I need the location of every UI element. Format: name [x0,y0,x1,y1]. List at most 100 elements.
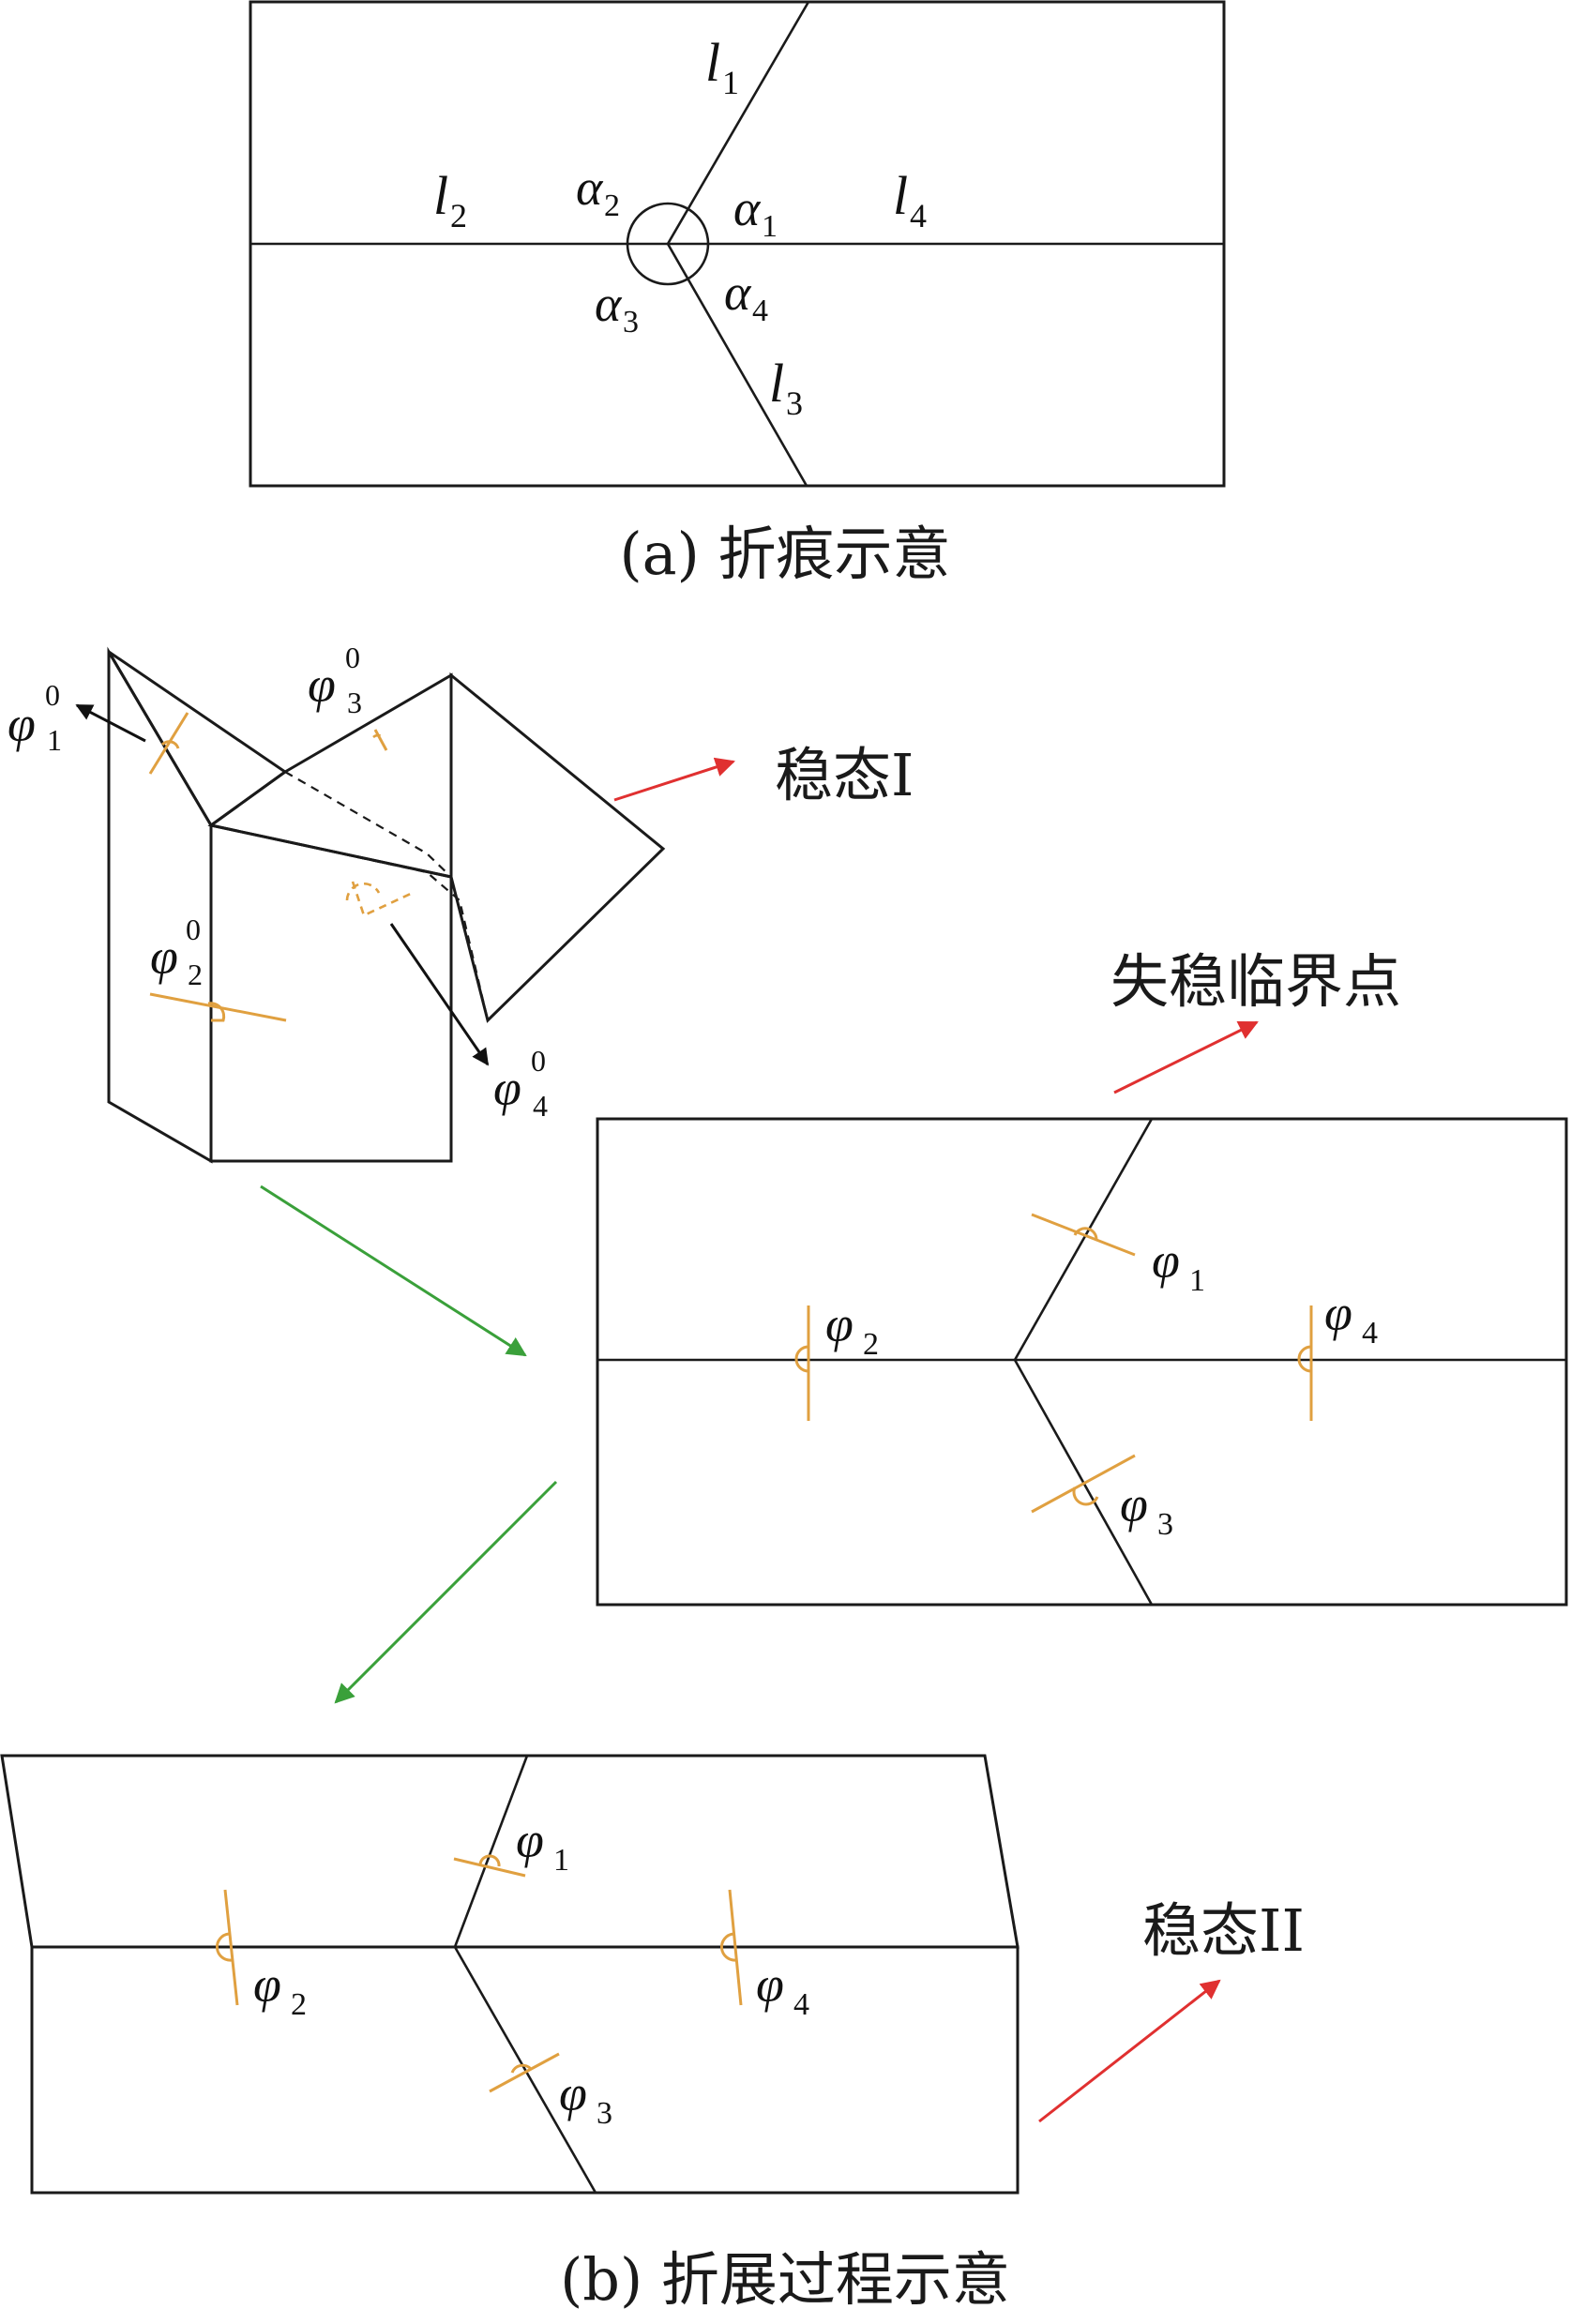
critical-label-phi2-sym: φ [825,1296,853,1352]
crease-l1 [666,1,810,245]
label-alpha2: α 2 [576,159,620,223]
state2-label-phi2-sub: 2 [291,1987,307,2022]
state2-label-phi4: φ 4 [756,1956,809,2022]
critical-label-phi2: φ 2 [825,1296,879,1362]
label-alpha1-sub: 1 [762,209,778,244]
label-phi2-0: φ 2 0 [150,913,203,991]
label-l4-sym: l [893,165,908,226]
label-l1: l 1 [705,32,739,101]
fold-face-left [107,646,213,1164]
label-l3-sub: 3 [786,385,803,422]
fold-face-right [449,672,666,1023]
phi1-0-marker-arc [160,740,180,749]
critical-label-phi1: φ 1 [1152,1232,1205,1298]
state2-phi4-marker-line [728,1889,743,2006]
label-alpha1: α 1 [733,180,778,244]
state2-phi4-marker-arc [719,1932,737,1962]
fold-face-front [209,823,453,1163]
label-l1-sub: 1 [722,64,739,101]
state2-label-phi1-sub: 1 [553,1843,569,1878]
label-phi2-0-sym: φ [150,928,178,985]
phi4-0-arrow [389,923,490,1066]
arrow-to-stable-1 [613,757,735,802]
label-alpha4: α 4 [724,264,768,328]
phi4-0-marker [345,881,414,917]
critical-state: φ 1 φ 2 φ 3 φ 4 失稳临界点 [596,947,1568,1607]
label-alpha2-sym: α [576,159,604,216]
label-l2-sym: l [433,165,448,226]
label-l4-sub: 4 [910,197,927,234]
caption-a: (a) 折痕示意 [619,520,950,588]
label-phi2-0-sub: 2 [188,958,203,991]
critical-label-phi4-sub: 4 [1362,1316,1378,1351]
state2-label-phi2-sym: φ [253,1956,281,2013]
label-phi1-0-sym: φ [8,696,36,752]
critical-label-phi3-sub: 3 [1157,1507,1173,1542]
phi2-0-marker-arc [207,1002,226,1022]
label-alpha1-sym: α [733,180,762,236]
state2-crease-lower [453,1946,597,2194]
panel-a: l 1 l 2 l 3 l 4 α 1 α 2 α 3 α 4 [249,0,1226,588]
green-arrow-2 [334,1480,558,1704]
label-alpha3: α 3 [595,276,639,340]
label-phi3-0: φ 3 0 [308,641,362,719]
label-phi4-0-sub: 4 [533,1089,548,1123]
state2-label-phi4-sub: 4 [793,1987,809,2022]
state2-phi2-marker-line [223,1889,239,2006]
critical-label-phi1-sym: φ [1152,1232,1180,1289]
fold-crease-top [107,651,213,826]
critical-label-phi4-sym: φ [1324,1285,1352,1341]
phi3-0-marker-arc [372,733,386,740]
state2-label-phi3-sub: 3 [597,2096,612,2131]
state2-phi3-marker-arc [510,2063,533,2074]
state2-label-phi3: φ 3 [559,2065,612,2131]
critical-label-phi4: φ 4 [1324,1285,1378,1351]
label-phi4-0-sup: 0 [531,1044,546,1078]
phi2-0-marker-line [149,992,287,1022]
arrow-to-critical [1113,1020,1259,1094]
critical-label-phi3: φ 3 [1120,1476,1173,1542]
critical-phi1-marker-arc [1073,1227,1098,1241]
state2-lower-face [30,1945,1020,2195]
state2-crease-upper [453,1755,529,1948]
critical-phi4-marker-arc [1297,1345,1312,1373]
label-alpha3-sub: 3 [623,305,639,340]
label-l3: l 3 [769,353,803,422]
green-arrow-1 [260,1185,527,1357]
folded-state-1: φ 1 0 φ 2 0 φ 3 0 φ 4 0 稳态I [8,641,914,1164]
folded-state-2: φ 1 φ 2 φ 3 φ 4 稳态II [0,1754,1305,2195]
critical-phi1-marker-line [1031,1213,1136,1257]
label-phi1-0-sub: 1 [47,723,62,757]
phi1-0-arrow [75,703,146,743]
state2-phi1-marker-line [453,1857,526,1878]
critical-crease-upper [1013,1118,1154,1361]
label-stable-1: 稳态I [775,741,914,809]
crease-l3 [666,243,808,487]
critical-label-phi2-sub: 2 [863,1327,879,1362]
caption-b: (b) 折展过程示意 [560,2245,1010,2314]
label-alpha3-sym: α [595,276,623,332]
label-phi4-0: φ 4 0 [493,1044,548,1123]
state2-label-phi3-sym: φ [559,2065,587,2121]
label-phi3-0-sub: 3 [347,686,362,719]
state2-upper-face [0,1754,1020,1949]
label-phi2-0-sup: 0 [186,913,201,946]
vertex-circle [626,202,710,286]
critical-phi3-marker-arc [1072,1486,1099,1506]
label-stable-2: 稳态II [1142,1896,1305,1965]
state2-phi1-marker-arc [478,1854,501,1867]
label-l3-sym: l [769,353,784,414]
hidden-edge-1 [284,771,452,878]
label-l4: l 4 [893,165,927,234]
state2-label-phi1: φ 1 [516,1812,569,1878]
state2-label-phi4-sym: φ [756,1956,784,2013]
label-phi1-0-sup: 0 [45,678,60,712]
label-alpha2-sub: 2 [604,189,620,223]
state2-label-phi2: φ 2 [253,1956,307,2022]
label-critical: 失稳临界点 [1110,947,1401,1016]
state2-phi3-marker-line [489,2052,560,2093]
label-alpha4-sym: α [724,264,752,321]
arrow-to-stable-2 [1038,1979,1221,2123]
label-alpha4-sub: 4 [752,294,768,328]
